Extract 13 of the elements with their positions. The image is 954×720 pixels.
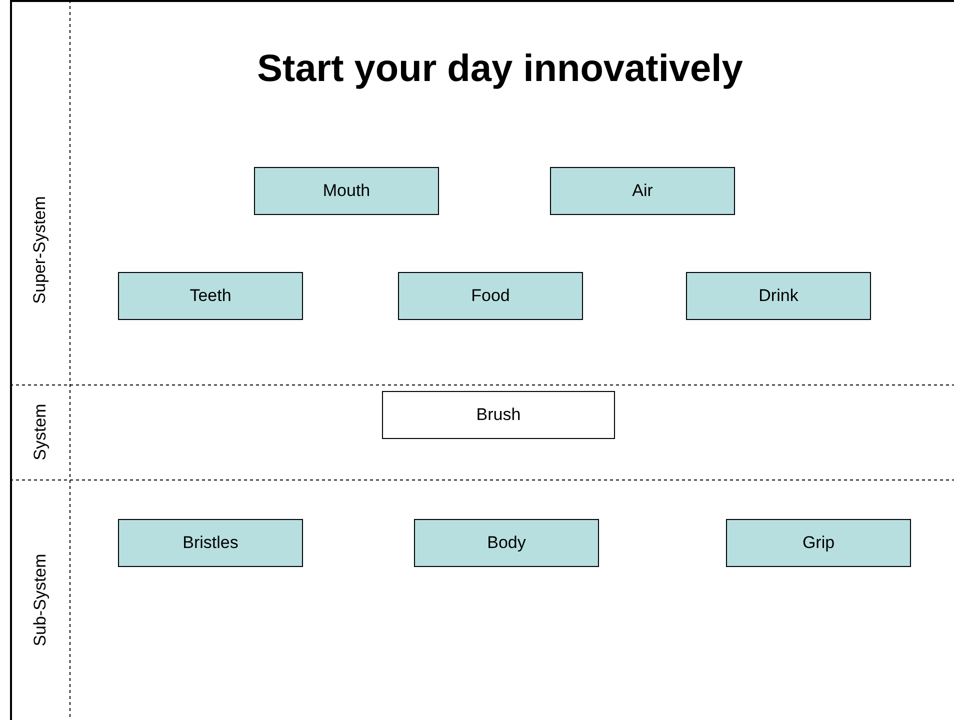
component-box: Mouth — [254, 167, 439, 215]
component-box: Air — [550, 167, 735, 215]
lane-label: Super-System — [30, 196, 50, 304]
lane-label: System — [30, 404, 50, 460]
component-box: Body — [414, 519, 599, 567]
lane-label: Sub-System — [30, 554, 50, 646]
component-box: Drink — [686, 272, 871, 320]
component-box: Bristles — [118, 519, 303, 567]
component-box: Teeth — [118, 272, 303, 320]
component-box: Brush — [382, 391, 615, 439]
component-box: Grip — [726, 519, 911, 567]
component-box: Food — [398, 272, 583, 320]
title: Start your day innovatively — [256, 48, 744, 91]
